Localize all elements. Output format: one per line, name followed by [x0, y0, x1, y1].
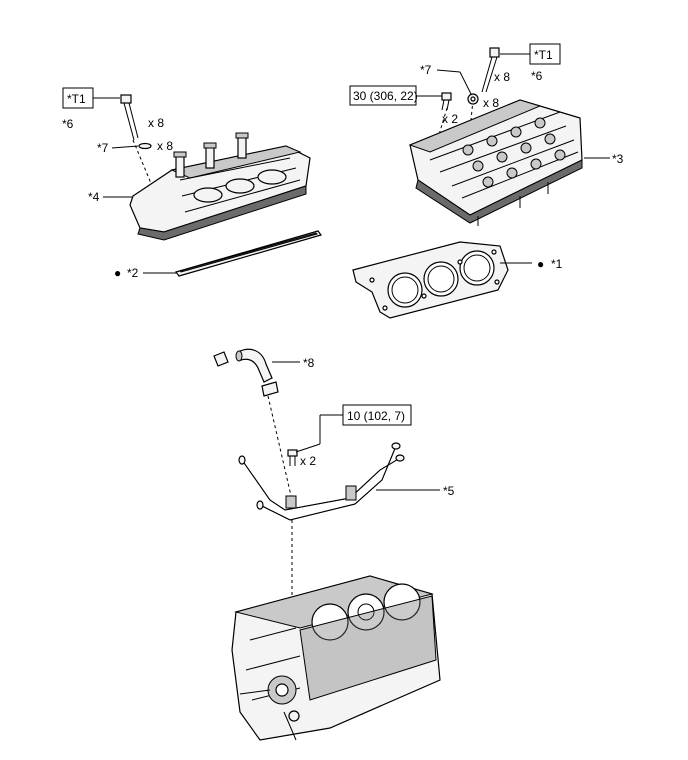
label-4: *4 — [88, 190, 100, 204]
count-x2-pipe-bolt: x 2 — [300, 454, 316, 468]
label-6-left: *6 — [62, 117, 74, 131]
torque-box-head-bolt: 30 (306, 22) — [349, 85, 442, 106]
torque-head-bolt-text: 30 (306, 22) — [353, 89, 418, 103]
label-3: *3 — [612, 152, 624, 166]
count-x2-head-bolt: x 2 — [442, 112, 458, 126]
left-cylinder-head — [120, 94, 311, 241]
label-t1-left: *T1 — [62, 87, 120, 109]
label-2: *2 — [127, 266, 139, 280]
cylinder-block — [231, 575, 441, 741]
count-x8-left-washer: x 8 — [157, 139, 173, 153]
label-8: *8 — [303, 356, 315, 370]
right-cylinder-head — [408, 47, 583, 226]
label-t1-left-text: *T1 — [67, 92, 86, 106]
water-bypass-hose — [213, 348, 279, 397]
label-t1-right: *T1 — [500, 43, 561, 65]
count-x8-left-bolt: x 8 — [148, 116, 164, 130]
label-t1-right-text: *T1 — [534, 48, 553, 62]
water-bypass-pipe — [238, 442, 405, 521]
count-x8-right-washer: x 8 — [483, 96, 499, 110]
left-head-gasket — [174, 230, 323, 277]
torque-box-pipe-bolt: 10 (102, 7) — [295, 404, 412, 453]
right-head-gasket — [352, 241, 509, 319]
count-x8-right-bolt: x 8 — [494, 70, 510, 84]
bullet-1: ● — [537, 257, 544, 271]
bullet-2: ● — [114, 266, 121, 280]
label-6-right: *6 — [531, 69, 543, 83]
label-7-right: *7 — [420, 63, 432, 77]
torque-pipe-bolt-text: 10 (102, 7) — [347, 409, 405, 423]
label-5: *5 — [443, 484, 455, 498]
label-1: *1 — [551, 257, 563, 271]
label-7-left: *7 — [97, 141, 109, 155]
